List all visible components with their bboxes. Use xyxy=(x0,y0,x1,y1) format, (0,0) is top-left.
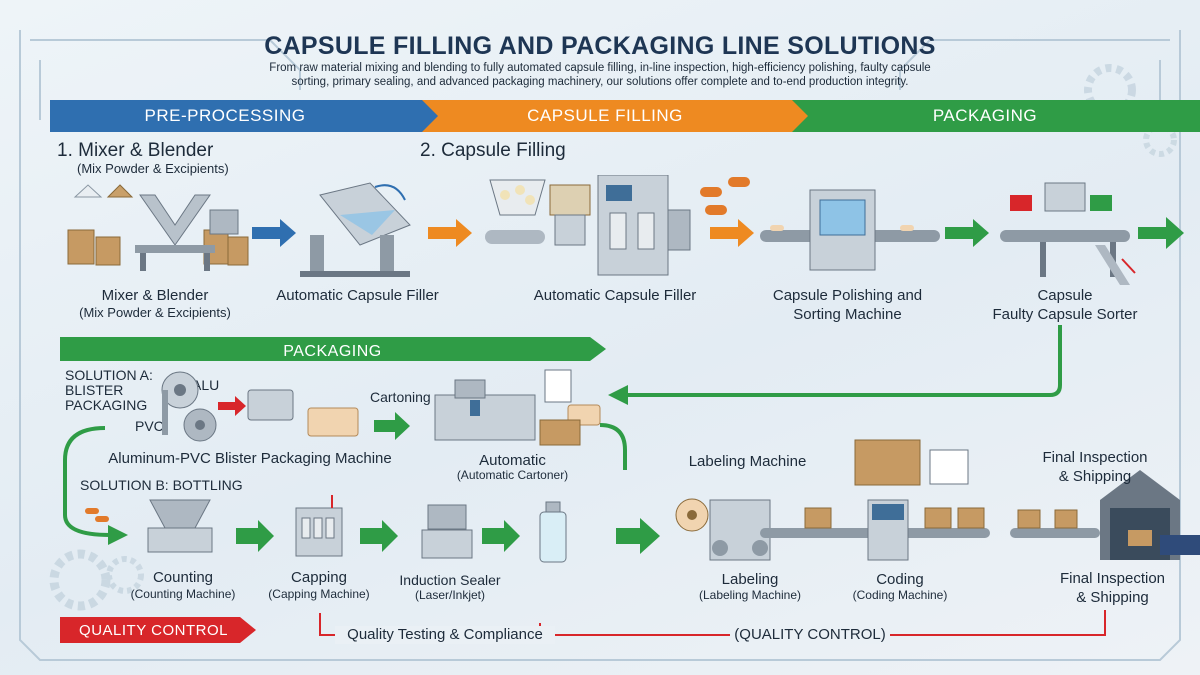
cartoner-label: Automatic xyxy=(479,452,546,469)
ship-top-label-1: Final Inspection xyxy=(1042,449,1148,466)
sealer-sublabel: (Laser/Inkjet) xyxy=(414,588,486,602)
ship-bottom-label-2: & Shipping xyxy=(1076,589,1149,606)
filler2-label: Automatic Capsule Filler xyxy=(533,287,697,304)
polish-label-1: Capsule Polishing and xyxy=(772,287,923,304)
filler1-label: Automatic Capsule Filler xyxy=(276,287,439,304)
mid-flow-connectors xyxy=(60,325,1062,405)
polishing-machine-icon xyxy=(760,189,940,271)
labeling-heading: Labeling Machine xyxy=(688,453,807,470)
row1-illustrations xyxy=(67,175,1184,285)
foil-roll-icon xyxy=(161,371,217,442)
cartoner-icon xyxy=(434,369,601,446)
ship-top-label-2: & Shipping xyxy=(1058,468,1132,485)
faulty-sorter-icon xyxy=(1000,182,1136,285)
step2-title: 2. Capsule Filling xyxy=(420,140,566,161)
counting-machine-icon xyxy=(85,499,213,553)
coding-label: Coding xyxy=(876,571,924,588)
labeling-label: Labeling xyxy=(721,571,779,588)
banner-packaging-mid: PACKAGING xyxy=(283,343,382,360)
mixer-blender-icon xyxy=(67,184,249,271)
warehouse-truck-icon xyxy=(1010,470,1200,560)
page-title: CAPSULE FILLING AND PACKAGING LINE SOLUT… xyxy=(264,32,936,60)
polish-label-2: Sorting Machine xyxy=(793,306,902,323)
bottle-icon xyxy=(539,501,567,563)
sorter-label-1: Capsule xyxy=(1037,287,1093,304)
cartoner-sublabel: (Automatic Cartoner) xyxy=(456,468,569,482)
blender-drum-icon xyxy=(300,182,411,277)
counting-label: Counting xyxy=(152,569,214,586)
ship-bottom-label-1: Final Inspection xyxy=(1059,570,1166,587)
solution-b-label: SOLUTION B: BOTTLING xyxy=(80,477,243,493)
capping-sublabel: (Capping Machine) xyxy=(268,587,370,601)
banner-packaging-top: PACKAGING xyxy=(932,106,1038,125)
quality-testing-label: Quality Testing & Compliance xyxy=(335,626,555,644)
step1-subtitle: (Mix Powder & Excipients) xyxy=(77,161,229,176)
blister-row-illustrations xyxy=(161,369,627,470)
banner-capsule-filling: CAPSULE FILLING xyxy=(527,106,683,125)
capping-label: Capping xyxy=(291,569,347,586)
alu-label: ALU xyxy=(192,377,220,393)
quality-control-label: (QUALITY CONTROL) xyxy=(730,626,890,644)
step1-title: 1. Mixer & Blender xyxy=(57,140,214,161)
counting-sublabel: (Counting Machine) xyxy=(130,587,236,601)
banner-quality-control: QUALITY CONTROL xyxy=(79,621,228,639)
solution-a-line2: BLISTER xyxy=(65,382,124,398)
capsule-filler-icon xyxy=(485,175,750,276)
solution-a-line3: PACKAGING xyxy=(65,397,148,413)
mixer-sublabel: (Mix Powder & Excipients) xyxy=(79,305,231,320)
mixer-label: Mixer & Blender xyxy=(101,287,209,304)
coding-sublabel: (Coding Machine) xyxy=(852,588,948,602)
labeling-sublabel: (Labeling Machine) xyxy=(698,588,802,602)
banner-pre-processing: PRE-PROCESSING xyxy=(144,106,306,125)
page-subtitle: From raw material mixing and blending to… xyxy=(269,62,931,88)
bottling-row-illustrations xyxy=(63,426,1200,563)
cartoning-label: Cartoning xyxy=(370,389,431,405)
induction-sealer-icon xyxy=(421,504,473,559)
labeling-machine-icon xyxy=(675,498,771,561)
coding-machine-icon xyxy=(854,439,969,561)
section-banners xyxy=(50,100,1200,132)
blister-machine-label: Aluminum-PVC Blister Packaging Machine xyxy=(108,450,392,467)
solution-a-line1: SOLUTION A: xyxy=(65,367,153,383)
sorter-label-2: Faulty Capsule Sorter xyxy=(992,306,1138,323)
pvc-label: PVC xyxy=(135,418,164,434)
capping-machine-icon xyxy=(295,495,343,557)
sealer-label: Induction Sealer xyxy=(399,572,501,588)
